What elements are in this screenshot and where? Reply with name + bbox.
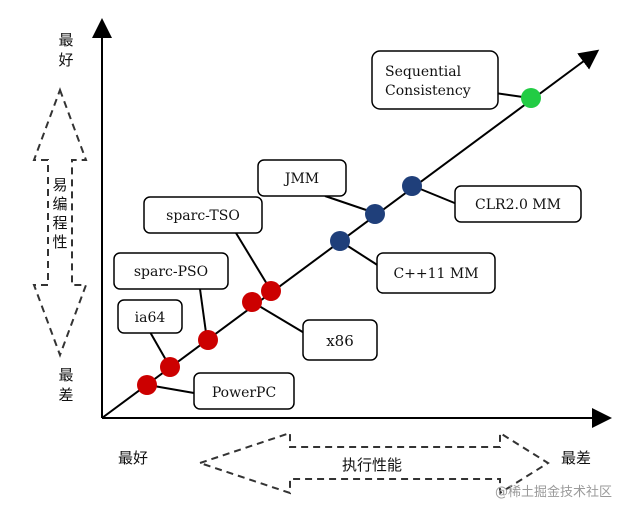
trend-line [101, 49, 600, 419]
callout-x86: x86 [253, 302, 378, 361]
callout-cpp11: C++11 MM [339, 240, 496, 294]
callout-jmm: JMM [257, 159, 376, 214]
label-jmm: JMM [283, 171, 319, 187]
performance-label: 执行性能 [342, 456, 402, 474]
y-axis-top-label: 最好 [58, 31, 73, 69]
programmability-label: 易编程性 [52, 176, 67, 251]
data-points [137, 88, 541, 395]
callout-powerpc: PowerPC [147, 372, 295, 410]
point-clr20 [402, 176, 422, 196]
callout-sparc-tso: sparc-TSO [143, 196, 271, 290]
x-axis-right-label: 最差 [561, 449, 591, 467]
label-sparc-pso: sparc-PSO [134, 264, 208, 280]
point-ia64 [160, 357, 180, 377]
x-axis-left-label: 最好 [118, 449, 148, 467]
label-x86: x86 [326, 332, 354, 350]
callout-ia64: ia64 [117, 299, 183, 368]
point-cpp11 [330, 231, 350, 251]
point-sc [521, 88, 541, 108]
point-powerpc [137, 375, 157, 395]
label-clr20: CLR2.0 MM [475, 197, 561, 213]
point-x86 [242, 292, 262, 312]
label-cpp11: C++11 MM [393, 266, 478, 282]
label-powerpc: PowerPC [212, 385, 276, 401]
callout-clr20: CLR2.0 MM [412, 185, 582, 223]
label-ia64: ia64 [135, 310, 166, 326]
watermark: @稀土掘金技术社区 [495, 484, 612, 500]
programmability-arrow: 易编程性 [32, 87, 88, 358]
point-jmm [365, 204, 385, 224]
y-axis-bottom-label: 最差 [58, 366, 73, 404]
point-sparc-pso [198, 330, 218, 350]
point-sparc-tso [261, 281, 281, 301]
performance-arrow: 执行性能 [196, 431, 550, 495]
label-sparc-tso: sparc-TSO [166, 208, 240, 224]
